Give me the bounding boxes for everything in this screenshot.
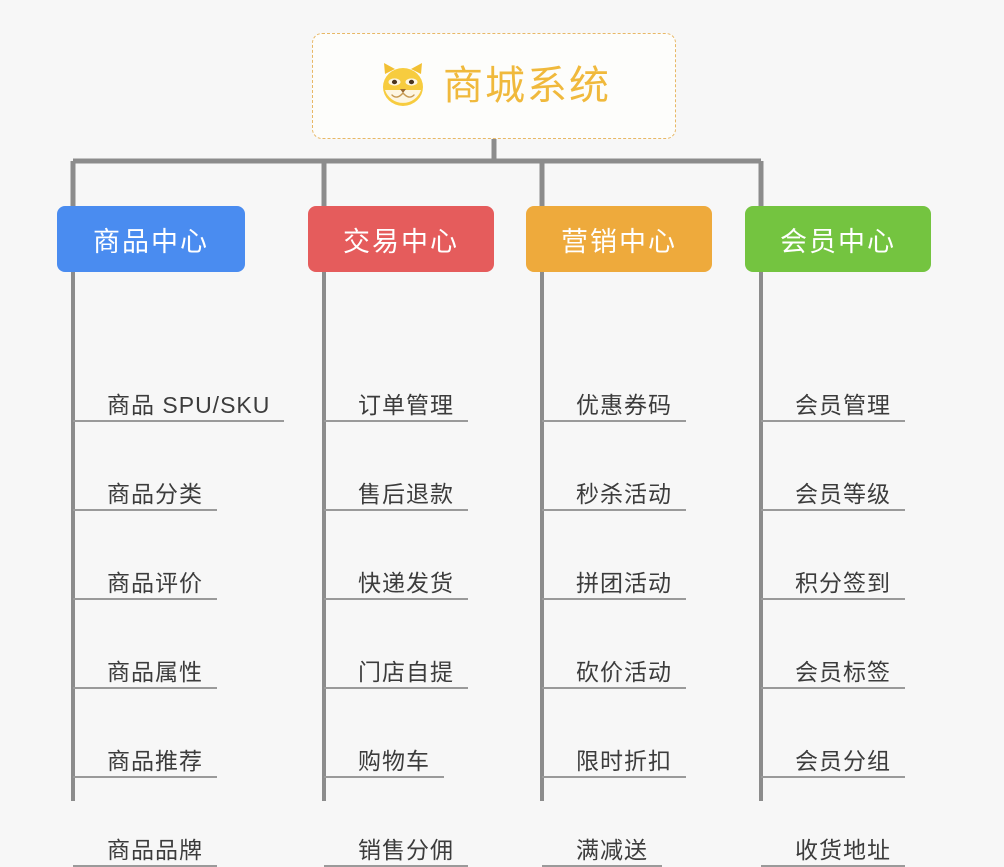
- leaf-item[interactable]: 门店自提: [324, 653, 468, 689]
- leaf-item[interactable]: 优惠券码: [542, 386, 686, 422]
- leaf-item[interactable]: 会员分组: [761, 742, 905, 778]
- leaf-item[interactable]: 积分签到: [761, 564, 905, 600]
- leaf-label: 积分签到: [795, 569, 891, 596]
- leaf-label: 售后退款: [358, 480, 454, 507]
- root-title: 商城系统: [443, 64, 611, 108]
- leaf-item[interactable]: 会员管理: [761, 386, 905, 422]
- leaf-label: 拼团活动: [576, 569, 672, 596]
- leaf-label: 会员分组: [795, 747, 891, 774]
- leaf-item[interactable]: 销售分佣: [324, 831, 468, 867]
- leaf-label: 秒杀活动: [576, 480, 672, 507]
- leaf-item[interactable]: 满减送: [542, 831, 662, 867]
- leaf-label: 商品推荐: [107, 747, 203, 774]
- leaf-item[interactable]: 商品评价: [73, 564, 217, 600]
- leaf-label: 砍价活动: [576, 658, 672, 685]
- leaf-label: 会员等级: [795, 480, 891, 507]
- leaf-item[interactable]: 限时折扣: [542, 742, 686, 778]
- leaf-item[interactable]: 商品 SPU/SKU: [73, 386, 284, 422]
- leaf-item[interactable]: 秒杀活动: [542, 475, 686, 511]
- leaf-label: 优惠券码: [576, 391, 672, 418]
- leaf-item[interactable]: 收货地址: [761, 831, 905, 867]
- leaf-label: 商品评价: [107, 569, 203, 596]
- category-box-marketing-center[interactable]: 营销中心: [526, 206, 712, 272]
- shiba-dog-emoji: [377, 60, 429, 112]
- leaf-label: 会员管理: [795, 391, 891, 418]
- leaf-item[interactable]: 商品属性: [73, 653, 217, 689]
- leaf-label: 商品 SPU/SKU: [107, 391, 271, 418]
- leaf-label: 快递发货: [358, 569, 454, 596]
- leaf-label: 订单管理: [358, 391, 454, 418]
- leaf-label: 收货地址: [795, 836, 891, 863]
- leaf-item[interactable]: 拼团活动: [542, 564, 686, 600]
- leaf-label: 销售分佣: [358, 836, 454, 863]
- leaf-label: 商品属性: [107, 658, 203, 685]
- leaf-item[interactable]: 商品推荐: [73, 742, 217, 778]
- category-box-product-center[interactable]: 商品中心: [57, 206, 245, 272]
- category-column-product-center: 商品中心商品 SPU/SKU 商品分类商品评价商品属性商品推荐商品品牌: [57, 206, 284, 867]
- category-box-trade-center[interactable]: 交易中心: [308, 206, 494, 272]
- leaf-label: 门店自提: [358, 658, 454, 685]
- leaf-label: 商品分类: [107, 480, 203, 507]
- leaf-item[interactable]: 商品品牌: [73, 831, 217, 867]
- category-column-marketing-center: 营销中心优惠券码秒杀活动拼团活动砍价活动限时折扣满减送: [526, 206, 712, 867]
- leaf-item[interactable]: 砍价活动: [542, 653, 686, 689]
- mindmap-diagram: 商城系统 商品中心商品 SPU/SKU 商品分类商品评价商品属性商品推荐商品品牌 交…: [57, 33, 931, 867]
- root-node[interactable]: 商城系统: [312, 33, 676, 139]
- category-column-member-center: 会员中心会员管理会员等级积分签到会员标签会员分组收货地址: [745, 206, 931, 867]
- category-box-member-center[interactable]: 会员中心: [745, 206, 931, 272]
- leaf-label: 满减送: [576, 836, 648, 863]
- leaf-item[interactable]: 会员等级: [761, 475, 905, 511]
- leaf-label: 限时折扣: [576, 747, 672, 774]
- leaf-item[interactable]: 购物车: [324, 742, 444, 778]
- leaf-item[interactable]: 售后退款: [324, 475, 468, 511]
- category-column-trade-center: 交易中心订单管理售后退款快递发货门店自提购物车销售分佣: [308, 206, 494, 867]
- leaf-label: 商品品牌: [107, 836, 203, 863]
- leaf-label: 会员标签: [795, 658, 891, 685]
- leaf-item[interactable]: 会员标签: [761, 653, 905, 689]
- leaf-item[interactable]: 快递发货: [324, 564, 468, 600]
- leaf-item[interactable]: 订单管理: [324, 386, 468, 422]
- leaf-item[interactable]: 商品分类: [73, 475, 217, 511]
- leaf-label: 购物车: [358, 747, 430, 774]
